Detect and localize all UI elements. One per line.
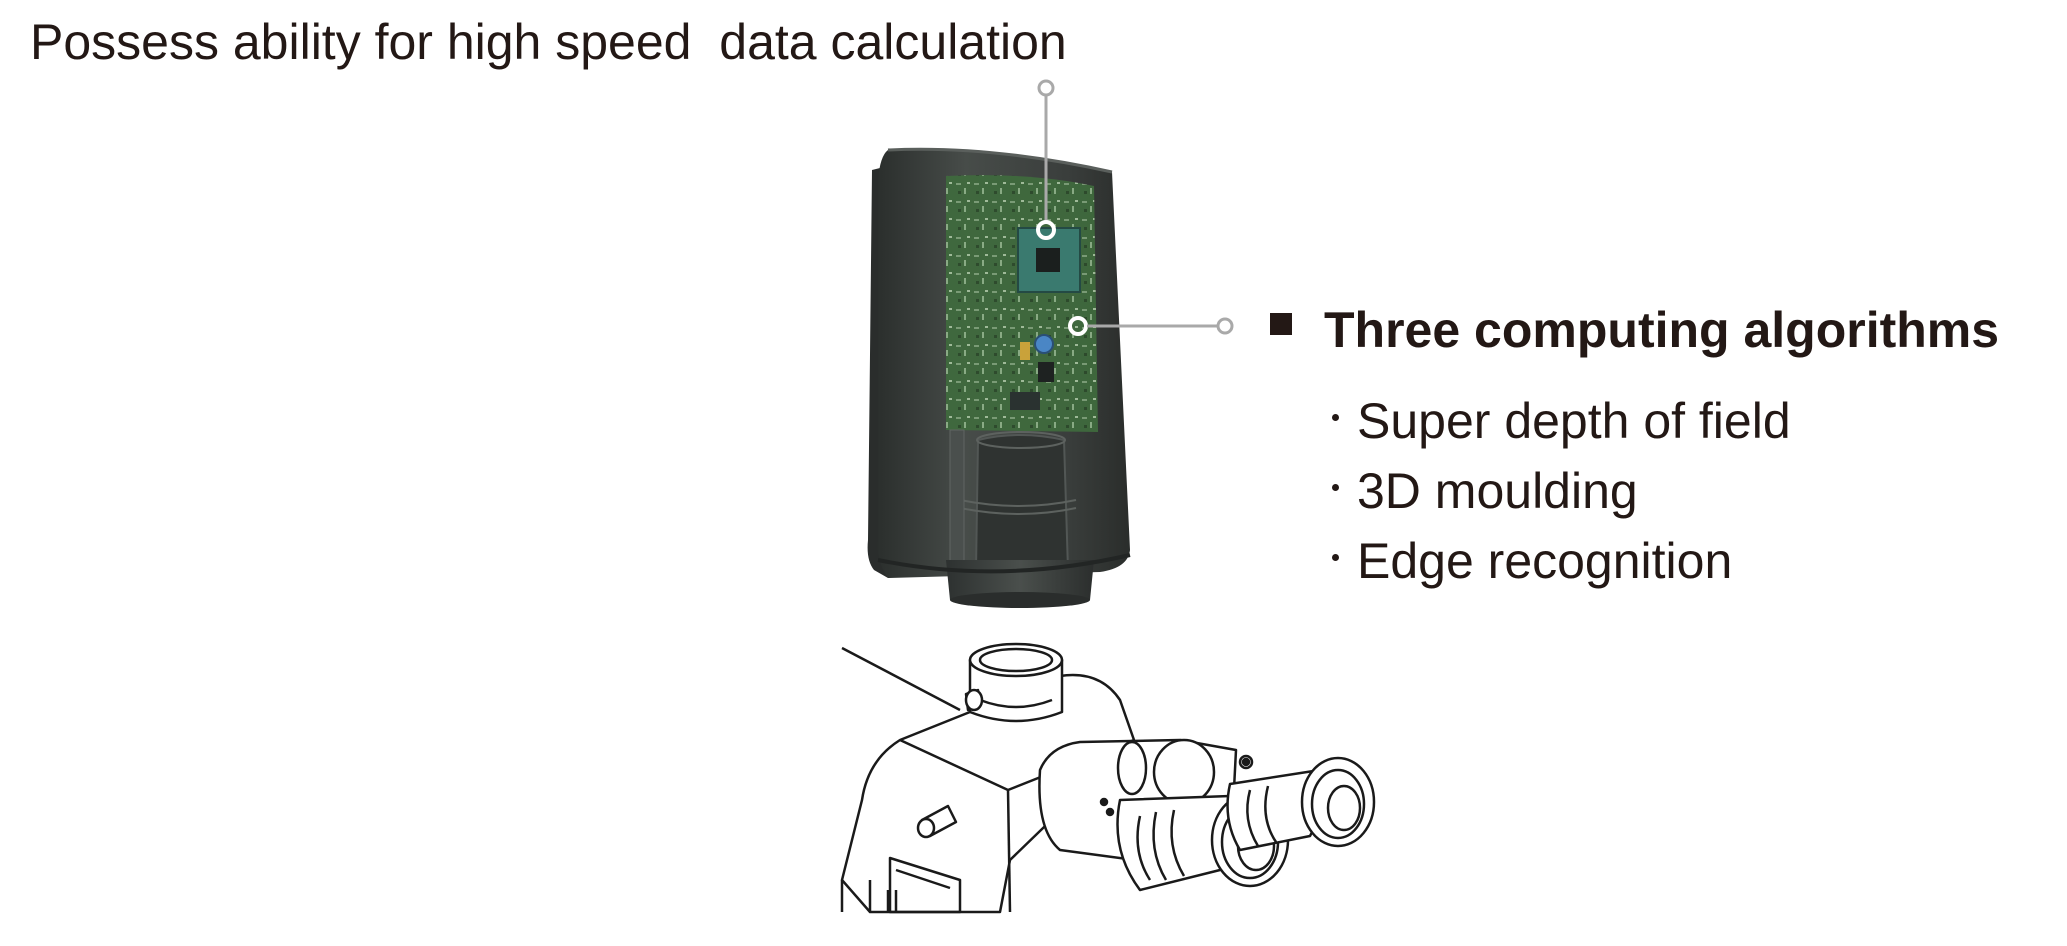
- list-item: Super depth of field: [1332, 386, 2060, 456]
- list-item: 3D moulding: [1332, 456, 2060, 526]
- list-item: Edge recognition: [1332, 526, 2060, 596]
- callout-anchor-top: [1037, 79, 1055, 97]
- callout-anchor-right: [1216, 317, 1234, 335]
- headline: Possess ability for high speed data calc…: [30, 14, 1067, 70]
- dot-bullet-icon: [1332, 483, 1339, 491]
- blue-component: [1034, 334, 1054, 354]
- callout-dot-board: [1068, 316, 1088, 336]
- small-chip: [1038, 362, 1054, 382]
- side-knob: [916, 804, 958, 839]
- callout-chip: [1036, 79, 1056, 240]
- microscope-drawing: [840, 642, 1376, 914]
- eyepiece-right: [1226, 756, 1376, 852]
- sensor-housing: [974, 434, 1070, 571]
- feature-item-text: Super depth of field: [1357, 393, 1791, 449]
- connector: [1010, 392, 1040, 410]
- capacitor: [1020, 342, 1030, 360]
- dot-bullet-icon: [1332, 553, 1339, 561]
- camera-port: [964, 642, 1064, 723]
- features-panel: Three computing algorithms Super depth o…: [1270, 298, 2060, 596]
- square-bullet-icon: [1270, 313, 1292, 335]
- feature-item-text: 3D moulding: [1357, 463, 1638, 519]
- callout-algorithms: [1068, 316, 1234, 336]
- dot-bullet-icon: [1332, 413, 1339, 421]
- side-strip: [949, 429, 965, 571]
- camera-module: [867, 147, 1131, 608]
- features-heading-text: Three computing algorithms: [1324, 302, 2000, 358]
- feature-item-text: Edge recognition: [1357, 533, 1733, 589]
- features-heading: Three computing algorithms: [1270, 298, 2060, 362]
- camera-top-rim: [887, 147, 1113, 174]
- callout-dot-chip: [1036, 220, 1056, 240]
- features-list: Super depth of field 3D moulding Edge re…: [1332, 386, 2060, 596]
